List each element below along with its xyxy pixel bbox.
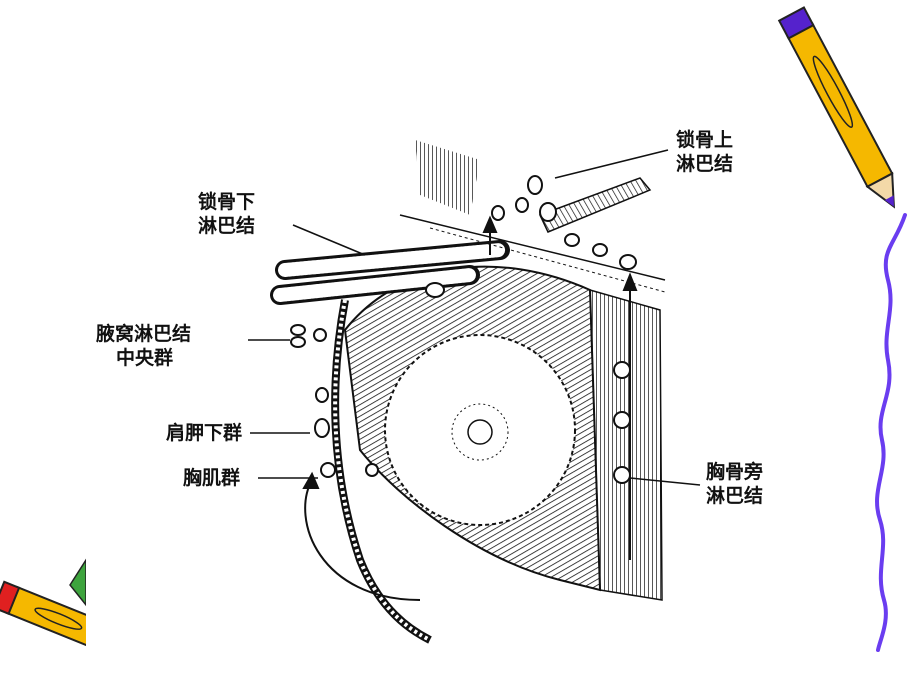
label-parasternal: 胸骨旁 淋巴结 bbox=[706, 460, 763, 508]
label-pectoral: 胸肌群 bbox=[183, 466, 240, 490]
label-axillary-central: 腋窝淋巴结 中央群 bbox=[96, 322, 191, 370]
nipple bbox=[467, 419, 493, 445]
label-subscapular-text: 肩胛下群 bbox=[166, 422, 243, 444]
label-axillary-central-line2: 中央群 bbox=[116, 347, 174, 369]
neck-muscle bbox=[415, 140, 480, 215]
chest-wall bbox=[589, 288, 663, 601]
label-infraclavicular: 锁骨下 淋巴结 bbox=[198, 190, 255, 238]
label-parasternal-line2: 淋巴结 bbox=[706, 485, 764, 507]
lymph-nodes bbox=[290, 175, 637, 484]
label-subscapular: 肩胛下群 bbox=[166, 421, 242, 445]
label-parasternal-line1: 胸骨旁 bbox=[706, 461, 764, 483]
label-infraclavicular-line1: 锁骨下 bbox=[198, 191, 256, 213]
drainage-arrows bbox=[302, 215, 638, 601]
leader-lines bbox=[248, 149, 701, 486]
label-supraclavicular: 锁骨上 淋巴结 bbox=[676, 128, 733, 176]
label-axillary-central-line1: 腋窝淋巴结 bbox=[96, 323, 192, 345]
clavicle-band bbox=[538, 177, 652, 233]
label-pectoral-text: 胸肌群 bbox=[183, 467, 241, 489]
label-supraclavicular-line2: 淋巴结 bbox=[676, 153, 734, 175]
label-supraclavicular-line1: 锁骨上 bbox=[676, 129, 734, 151]
label-infraclavicular-line2: 淋巴结 bbox=[198, 215, 256, 237]
